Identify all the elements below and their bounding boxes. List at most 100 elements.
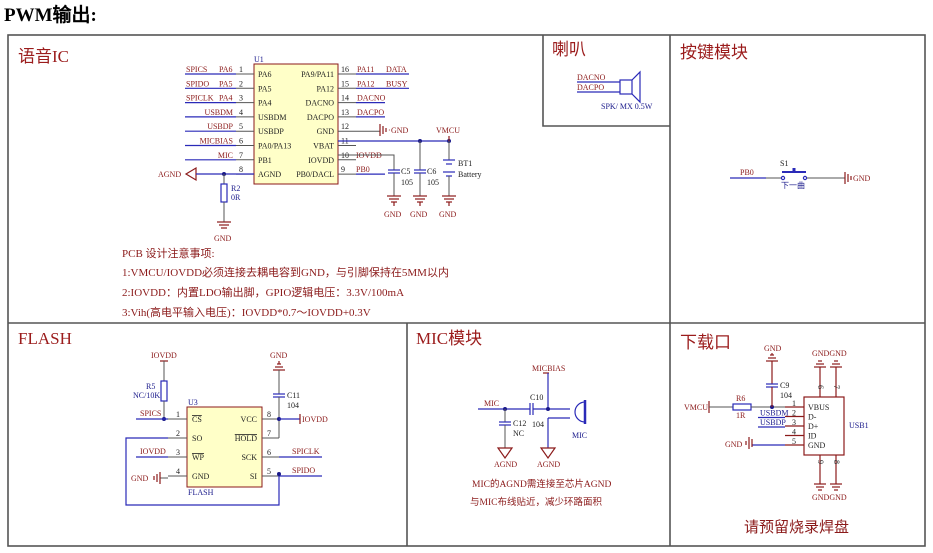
c6-ref: C6 bbox=[427, 167, 436, 176]
net-label: USBDM bbox=[760, 409, 788, 418]
pin-number: 13 bbox=[341, 108, 349, 117]
pin-name: D- bbox=[808, 413, 817, 422]
agnd-label: AGND bbox=[158, 170, 181, 179]
net-alias: PA5 bbox=[219, 79, 233, 88]
button-gnd-label: GND bbox=[853, 174, 871, 183]
c11-value: 104 bbox=[287, 401, 299, 410]
c5-value: 105 bbox=[401, 178, 413, 187]
usb-shield-gnd-top: GNDGND bbox=[812, 349, 847, 358]
pin-name: PA6 bbox=[258, 70, 272, 79]
pin-name: GND bbox=[808, 441, 826, 450]
pin-name: PA5 bbox=[258, 84, 272, 93]
pin12-gnd-label: GND bbox=[391, 126, 409, 135]
c6-value: 105 bbox=[427, 178, 439, 187]
u1-body bbox=[253, 63, 339, 185]
pin-number: 4 bbox=[239, 108, 243, 117]
net-label: SPICS bbox=[186, 65, 207, 74]
pcb-note-3: 3:Vih(高电平输入电压)：IOVDD*0.7～IOVDD+0.3V bbox=[122, 305, 371, 319]
pin-name: DACPO bbox=[307, 113, 334, 122]
pin-number: 6 bbox=[239, 137, 243, 146]
pin-number: 2 bbox=[792, 409, 796, 418]
c5-ref: C5 bbox=[401, 167, 410, 176]
pin-name: GND bbox=[192, 472, 210, 481]
pin-name: D+ bbox=[808, 422, 819, 431]
gnd-icon bbox=[745, 437, 753, 449]
gnd-icon bbox=[814, 360, 842, 491]
mic-net-label: MIC bbox=[484, 399, 499, 408]
pcb-note-1: 1:VMCU/IOVDD必须连接去耦电容到GND，与引脚保持在5MM以内 bbox=[122, 265, 449, 279]
usb-pin-9: 9 bbox=[816, 460, 825, 464]
section-title-download: 下载口 bbox=[680, 333, 731, 352]
mic-agnd-label: AGND bbox=[537, 460, 560, 469]
pin-name: CS bbox=[192, 415, 202, 424]
speaker-icon bbox=[619, 79, 633, 95]
agnd-icon bbox=[539, 447, 557, 460]
u1-ref: U1 bbox=[254, 55, 264, 64]
pin-name: PA9/PA11 bbox=[301, 70, 334, 79]
mic-module: MICBIAS MIC C10 104 MIC C12 NC AGND AGND… bbox=[470, 364, 611, 508]
pin-name: IOVDD bbox=[308, 156, 334, 165]
c10-ref: C10 bbox=[530, 393, 543, 402]
button-module: PB0 S1 下一曲 GND bbox=[730, 159, 871, 190]
speaker-box bbox=[542, 35, 670, 127]
pin-name: USBDM bbox=[258, 113, 286, 122]
speaker-net-dacpo: DACPO bbox=[577, 83, 604, 92]
mic-label: MIC bbox=[572, 431, 587, 440]
pin-number: 1 bbox=[176, 410, 180, 419]
pin-number: 4 bbox=[792, 428, 796, 437]
microphone-icon bbox=[574, 401, 586, 423]
pin-number: 4 bbox=[176, 467, 180, 476]
r2-value: 0R bbox=[231, 193, 241, 202]
net-label: SPICLK bbox=[186, 94, 214, 103]
gnd-icon bbox=[273, 361, 285, 371]
net-alias: PA6 bbox=[219, 65, 233, 74]
pin-number: 15 bbox=[341, 79, 349, 88]
pin-name: USBDP bbox=[258, 127, 284, 136]
s1-label: 下一曲 bbox=[781, 180, 805, 190]
pcb-note-2: 2:IOVDD：内置LDO输出脚，GPIO逻辑电压：3.3V/100mA bbox=[122, 285, 404, 299]
u3-ref: U3 bbox=[188, 398, 198, 407]
bt1-gnd-label: GND bbox=[439, 210, 457, 219]
pcb-note-title: PCB 设计注意事项: bbox=[122, 246, 215, 260]
c9-value: 104 bbox=[780, 391, 792, 400]
c11-ref: C11 bbox=[287, 391, 300, 400]
pin-name: VBAT bbox=[313, 142, 334, 151]
r5-iovdd-label: IOVDD bbox=[151, 351, 177, 360]
pin-number: 3 bbox=[239, 94, 243, 103]
u3-body bbox=[186, 406, 263, 488]
usb-pin-6: 6 bbox=[816, 385, 825, 389]
speaker-net-dacno: DACNO bbox=[577, 73, 606, 82]
pin-number: 12 bbox=[341, 122, 349, 131]
section-title-mic: MIC模块 bbox=[416, 329, 482, 348]
pin-number: 9 bbox=[341, 165, 345, 174]
net-label: SPICS bbox=[140, 409, 161, 418]
gnd-icon bbox=[442, 195, 456, 206]
pin-name: PA4 bbox=[258, 99, 272, 108]
r2-resistor bbox=[220, 183, 228, 203]
gnd-icon bbox=[387, 195, 401, 206]
usb-pin-8: 8 bbox=[832, 460, 841, 464]
page-heading: PWM输出: bbox=[4, 5, 97, 26]
net-alias: DATA bbox=[386, 65, 407, 74]
pin-number: 7 bbox=[267, 429, 271, 438]
pin-name: PA0/PA13 bbox=[258, 142, 291, 151]
r5-value: NC/10K bbox=[133, 391, 160, 400]
pin-name: ID bbox=[808, 432, 817, 441]
usb-pin-4: 4 ID bbox=[785, 428, 817, 441]
download-note: 请预留烧录焊盘 bbox=[744, 518, 849, 536]
pin-number: 6 bbox=[267, 448, 271, 457]
pin-name: SI bbox=[250, 472, 257, 481]
micbias-label: MICBIAS bbox=[532, 364, 565, 373]
usb1-ref: USB1 bbox=[849, 421, 869, 430]
